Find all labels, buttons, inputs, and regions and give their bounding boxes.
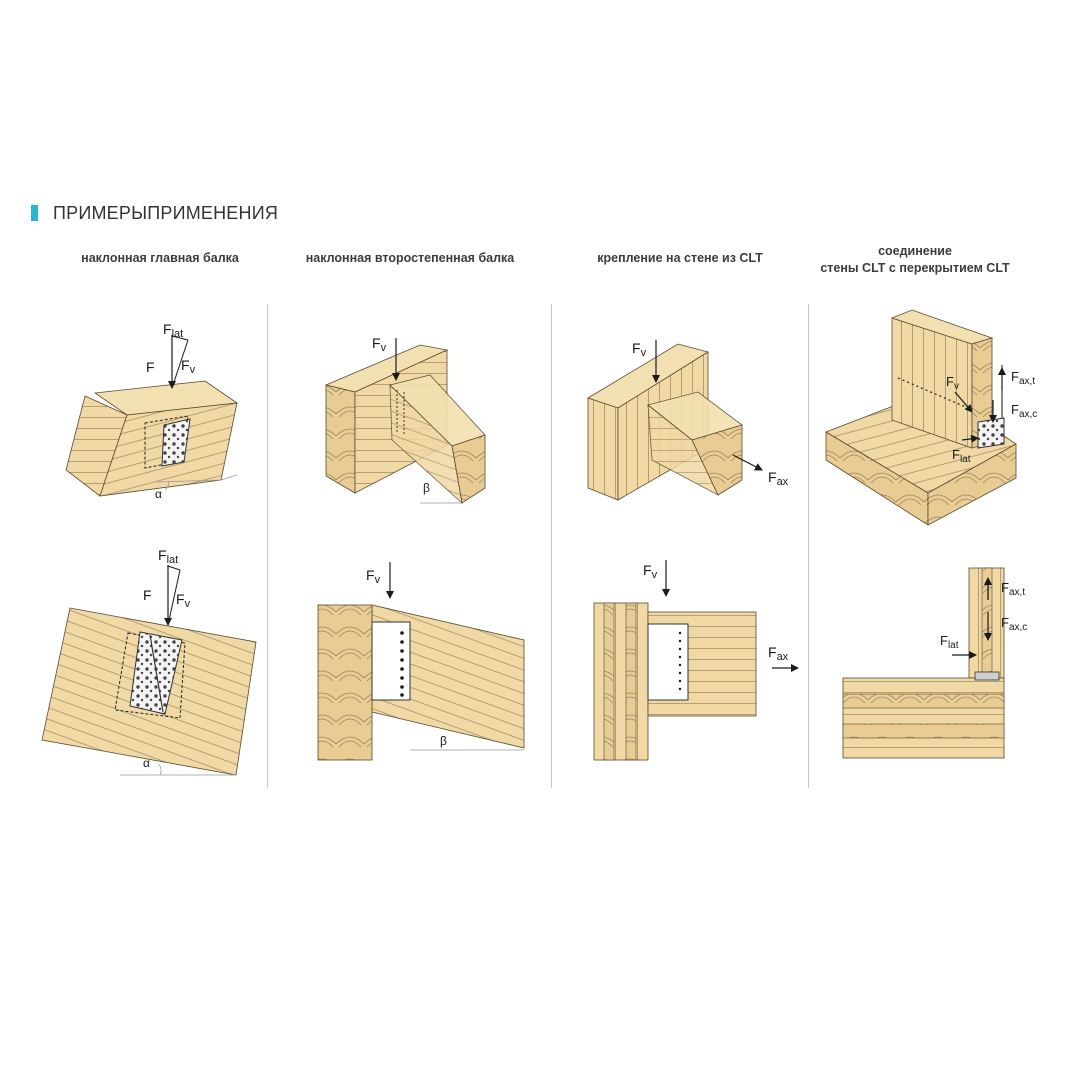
clt-wall-floor-3d-drawing	[825, 309, 1017, 526]
force-label-subscript: v	[190, 364, 196, 376]
column-divider	[551, 304, 552, 788]
column-title-line: наклонная главная балка	[81, 251, 239, 265]
clt-wall-3d-drawing	[587, 340, 763, 501]
force-label-subscript: ax,c	[1009, 622, 1027, 633]
force-label-subscript: ax,t	[1009, 587, 1025, 598]
clt-wall-floor-section-drawing	[842, 567, 1005, 759]
section-heading: ПРИМЕРЫПРИМЕНЕНИЯ	[53, 203, 279, 223]
angle-label: β	[423, 481, 430, 495]
svg-text:Flat: Flat	[163, 321, 183, 340]
secondary-beam-3d-drawing	[324, 338, 486, 505]
force-label: F	[176, 591, 185, 607]
svg-text:Fax,t: Fax,t	[1011, 369, 1035, 387]
force-label-subscript: lat	[960, 454, 971, 465]
column-title-clt-wall: крепление на стене из CLT	[565, 250, 795, 267]
force-label: F	[940, 633, 948, 648]
column-divider	[267, 304, 268, 788]
force-label: F	[643, 562, 652, 578]
force-label: F	[146, 359, 155, 375]
svg-text:Fv: Fv	[643, 562, 658, 581]
force-label-subscript: lat	[948, 640, 959, 651]
force-label-subscript: v	[185, 598, 191, 610]
svg-text:Fax: Fax	[768, 644, 789, 663]
svg-text:Fv: Fv	[366, 567, 381, 586]
force-label-subscript: ax	[777, 476, 789, 488]
svg-text:Flat: Flat	[952, 447, 971, 465]
force-label: F	[768, 469, 777, 485]
force-label-subscript: v	[641, 347, 647, 359]
force-label: F	[1011, 402, 1019, 417]
svg-text:Fv: Fv	[176, 591, 191, 610]
angle-label: β	[440, 734, 447, 748]
force-label: F	[632, 340, 641, 356]
svg-text:Fax,t: Fax,t	[1001, 580, 1025, 598]
column-title-line: крепление на стене из CLT	[597, 251, 763, 265]
svg-text:Fax: Fax	[768, 469, 789, 488]
column-title-line: стены CLT с перекрытием CLT	[820, 261, 1010, 275]
column-title-line: наклонная второстепенная балка	[305, 251, 515, 265]
svg-text:Fax,c: Fax,c	[1011, 402, 1037, 420]
force-label-subscript: v	[652, 569, 658, 581]
secondary-beam-section-drawing	[317, 562, 525, 761]
force-label-subscript: v	[375, 574, 381, 586]
force-label: F	[768, 644, 777, 660]
main-beam-3d-drawing	[65, 335, 239, 497]
force-label: F	[1001, 580, 1009, 595]
force-label-subscript: v	[954, 381, 959, 392]
svg-text:Fv: Fv	[632, 340, 647, 359]
svg-text:Fax,c: Fax,c	[1001, 615, 1027, 633]
force-label: F	[366, 567, 375, 583]
force-label-subscript: ax	[777, 651, 789, 663]
force-label: F	[1001, 615, 1009, 630]
force-label: F	[158, 547, 167, 563]
column-divider	[808, 304, 809, 788]
main-beam-section-drawing	[41, 565, 257, 776]
force-label: F	[143, 587, 152, 603]
force-label: F	[372, 335, 381, 351]
svg-text:Flat: Flat	[158, 547, 178, 566]
force-label: F	[946, 374, 954, 389]
angle-label: α	[155, 487, 162, 501]
column-title-main-beam: наклонная главная балка	[50, 250, 270, 267]
force-label-subscript: lat	[172, 328, 184, 340]
svg-text:Fv: Fv	[946, 374, 959, 392]
angle-label: α	[143, 756, 150, 770]
heading-marker	[31, 205, 38, 221]
force-label: F	[952, 447, 960, 462]
column-title-clt-wall-floor: соединение стены CLT с перекрытием CLT	[800, 243, 1030, 277]
force-label-subscript: ax,t	[1019, 376, 1035, 387]
force-label-subscript: lat	[167, 554, 179, 566]
svg-text:Fv: Fv	[181, 357, 196, 376]
force-label-subscript: ax,c	[1019, 409, 1037, 420]
force-label-subscript: v	[381, 342, 387, 354]
force-label: F	[163, 321, 172, 337]
force-label: F	[181, 357, 190, 373]
column-title-secondary-beam: наклонная второстепенная балка	[285, 250, 535, 267]
clt-wall-section-drawing	[593, 560, 799, 761]
svg-text:Flat: Flat	[940, 633, 959, 651]
svg-text:Fv: Fv	[372, 335, 387, 354]
force-label: F	[1011, 369, 1019, 384]
column-title-line: соединение	[878, 244, 952, 258]
